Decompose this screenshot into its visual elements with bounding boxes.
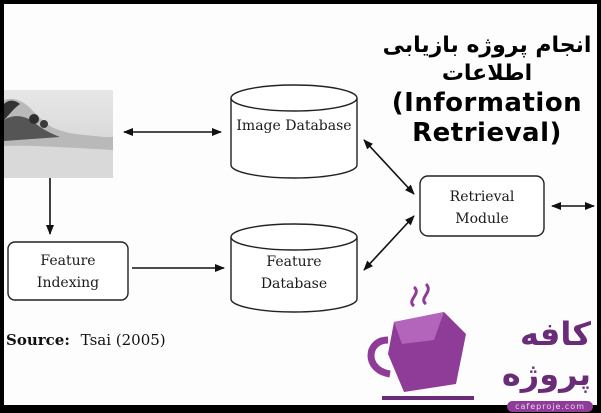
feature-database-label-line2: Database (261, 276, 327, 292)
imagedb-retrieval-arrow (364, 140, 414, 194)
overlay-en-line1: (Information (376, 88, 598, 118)
feature-database-cylinder: Feature Database (231, 224, 357, 312)
source-value: Tsai (2005) (81, 331, 166, 349)
overlay-title: انجام پروژه بازیابی اطلاعات (Information… (376, 32, 598, 148)
brand-name: کافه پروژه (459, 314, 599, 394)
overlay-fa-line2: اطلاعات (376, 60, 598, 88)
retrieval-module-box: Retrieval Module (420, 176, 544, 236)
brand-block: کافه پروژه cafeproje.com (459, 314, 599, 413)
retrieval-module-label-line2: Module (455, 211, 509, 227)
overlay-en-line2: Retrieval) (376, 118, 598, 148)
brand-url: cafeproje.com (507, 401, 593, 412)
feature-database-label-line1: Feature (266, 254, 321, 270)
overlay-fa-line1: انجام پروژه بازیابی (376, 32, 598, 60)
source-prefix: Source: (6, 331, 70, 349)
featuredb-retrieval-arrow (364, 216, 414, 270)
image-database-cylinder: Image Database (231, 85, 357, 178)
source-caption: Source: Tsai (2005) (6, 331, 166, 349)
feature-indexing-label-line2: Indexing (37, 275, 99, 291)
feature-indexing-label-line1: Feature (40, 253, 95, 269)
feature-indexing-box: Feature Indexing (8, 242, 128, 300)
image-database-label: Image Database (236, 118, 351, 134)
landscape-photo (4, 90, 113, 178)
diagram-canvas: Image Database Feature Database Feature … (4, 4, 597, 405)
retrieval-module-label-line1: Retrieval (450, 189, 515, 205)
